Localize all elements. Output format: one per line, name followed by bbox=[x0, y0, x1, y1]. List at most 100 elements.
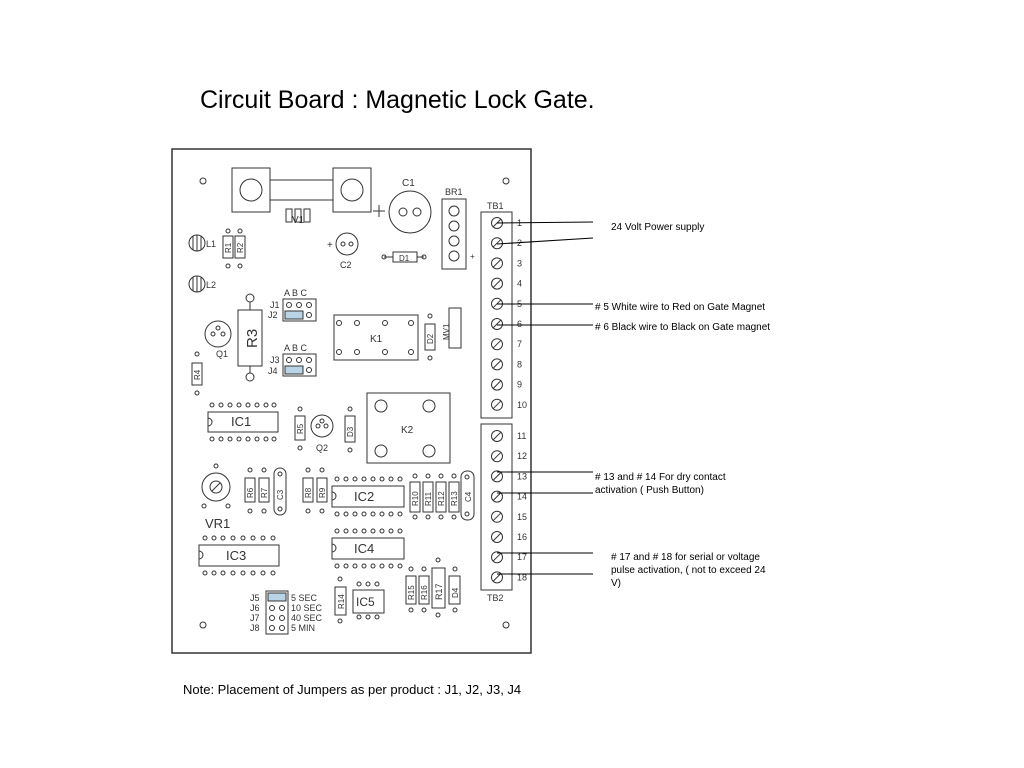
c4-capacitor: C4 bbox=[460, 470, 475, 521]
terminal-screw-slot bbox=[492, 319, 502, 329]
terminal-screw bbox=[491, 398, 503, 411]
terminal-screw-slot bbox=[492, 400, 502, 410]
svg-text:R16: R16 bbox=[420, 585, 429, 600]
svg-text:R17: R17 bbox=[434, 583, 444, 600]
callout-terminals-13-14: # 13 and # 14 For dry contact activation… bbox=[595, 472, 726, 496]
callout-terminal-5: # 5 White wire to Red on Gate Magnet bbox=[595, 302, 766, 313]
v1-regulator: V1 bbox=[231, 167, 372, 226]
terminal-screw-slot bbox=[492, 492, 502, 501]
c2-capacitor: + C2 bbox=[327, 232, 359, 270]
svg-text:J2: J2 bbox=[268, 310, 278, 320]
c1-label: C1 bbox=[402, 178, 415, 189]
q2-transistor: Q2 bbox=[310, 414, 334, 453]
timer-jumper-time: 5 MIN bbox=[291, 623, 315, 633]
r1-resistor: R1 bbox=[222, 228, 234, 269]
d3-diode: D3 bbox=[344, 406, 356, 453]
svg-text:VR1: VR1 bbox=[205, 516, 230, 531]
svg-text:A B C: A B C bbox=[284, 288, 308, 298]
callout-terminals-17-18: # 17 and # 18 for serial or voltage puls… bbox=[611, 552, 766, 589]
mount-hole bbox=[199, 621, 207, 629]
svg-text:TB2: TB2 bbox=[487, 593, 504, 603]
terminal-number: 12 bbox=[517, 451, 527, 461]
r8-resistor: R8 bbox=[302, 467, 314, 514]
terminal-number: 13 bbox=[517, 471, 527, 481]
c1-capacitor: C1 bbox=[373, 178, 432, 234]
terminal-number: 6 bbox=[517, 319, 522, 329]
svg-text:MV1: MV1 bbox=[442, 323, 451, 340]
svg-text:R7: R7 bbox=[260, 487, 269, 498]
svg-text:R14: R14 bbox=[337, 594, 346, 609]
svg-text:TB1: TB1 bbox=[487, 201, 504, 211]
l2-label: L2 bbox=[206, 280, 216, 290]
timer-jumper-label: J5 bbox=[250, 593, 260, 603]
r6-resistor: R6 bbox=[244, 467, 256, 514]
jumper-note: Note: Placement of Jumpers as per produc… bbox=[183, 682, 522, 697]
terminal-screw-slot bbox=[492, 552, 502, 562]
terminal-screw bbox=[491, 470, 503, 483]
terminal-screw-slot bbox=[492, 431, 502, 441]
terminal-screw bbox=[491, 490, 503, 503]
terminal-number: 9 bbox=[517, 380, 522, 390]
l1-label: L1 bbox=[206, 239, 216, 249]
r16-resistor: R16 bbox=[418, 566, 430, 613]
terminal-screw bbox=[491, 257, 503, 270]
svg-text:R8: R8 bbox=[304, 487, 313, 498]
ic1-chip: IC1 bbox=[207, 402, 279, 442]
d4-diode: D4 bbox=[448, 566, 461, 613]
timer-jumper-time: 10 SEC bbox=[291, 603, 323, 613]
terminal-screw-slot bbox=[492, 532, 502, 542]
mount-hole bbox=[199, 177, 207, 185]
c3-capacitor: C3 bbox=[273, 467, 287, 516]
svg-text:C3: C3 bbox=[276, 489, 285, 500]
r15-resistor: R15 bbox=[405, 566, 417, 613]
timer-jumper-time: 5 SEC bbox=[291, 593, 318, 603]
svg-text:J4: J4 bbox=[268, 366, 278, 376]
terminal-screw-slot bbox=[492, 360, 502, 369]
svg-text:K1: K1 bbox=[370, 334, 383, 345]
k1-relay: K1 bbox=[333, 314, 419, 361]
svg-text:Q1: Q1 bbox=[216, 349, 228, 359]
svg-text:D4: D4 bbox=[451, 587, 460, 598]
svg-text:R6: R6 bbox=[246, 487, 255, 498]
k2-relay: K2 bbox=[366, 392, 451, 464]
terminal-screw bbox=[491, 450, 503, 463]
jumper-j5-fitted bbox=[267, 592, 287, 602]
terminal-screw-slot bbox=[492, 339, 502, 349]
timer-jumper-block bbox=[265, 590, 289, 635]
vr1-potentiometer: VR1 bbox=[201, 463, 231, 531]
svg-text:IC3: IC3 bbox=[226, 548, 246, 563]
c2-label: C2 bbox=[340, 260, 352, 270]
terminal-number: 10 bbox=[517, 400, 527, 410]
timer-jumper-label: J7 bbox=[250, 613, 260, 623]
terminal-number: 17 bbox=[517, 552, 527, 562]
svg-text:C4: C4 bbox=[464, 491, 473, 502]
terminal-screw bbox=[491, 318, 503, 330]
r9-resistor: R9 bbox=[316, 467, 328, 514]
terminal-screw-slot bbox=[492, 259, 502, 268]
terminal-screw bbox=[491, 430, 503, 442]
terminal-screw-slot bbox=[492, 279, 502, 288]
ic4-chip: IC4 bbox=[331, 528, 405, 569]
terminal-number: 2 bbox=[517, 238, 522, 248]
d2-diode: D2 bbox=[424, 313, 436, 361]
board-outline bbox=[171, 148, 532, 654]
svg-text:R5: R5 bbox=[296, 423, 305, 434]
r2-resistor: R2 bbox=[234, 228, 246, 269]
svg-text:R10: R10 bbox=[411, 491, 420, 506]
callout-terminal-6: # 6 Black wire to Black on Gate magnet bbox=[595, 322, 771, 333]
ic2-chip: IC2 bbox=[331, 476, 405, 517]
svg-text:R12: R12 bbox=[437, 491, 446, 506]
mv1-varistor: MV1 bbox=[442, 307, 462, 349]
terminal-screw bbox=[491, 358, 503, 371]
terminal-number: 11 bbox=[517, 431, 526, 441]
timer-jumper-time: 40 SEC bbox=[291, 613, 323, 623]
ic5-chip: IC5 bbox=[352, 581, 385, 620]
timer-jumper-label: J6 bbox=[250, 603, 260, 613]
svg-text:IC4: IC4 bbox=[354, 541, 374, 556]
terminal-screw-slot bbox=[492, 512, 502, 522]
svg-text:R3: R3 bbox=[244, 329, 261, 348]
svg-text:IC2: IC2 bbox=[354, 489, 374, 504]
svg-text:R11: R11 bbox=[424, 491, 433, 506]
r7-resistor: R7 bbox=[258, 467, 270, 514]
callout-power-supply: 24 Volt Power supply bbox=[611, 222, 705, 233]
